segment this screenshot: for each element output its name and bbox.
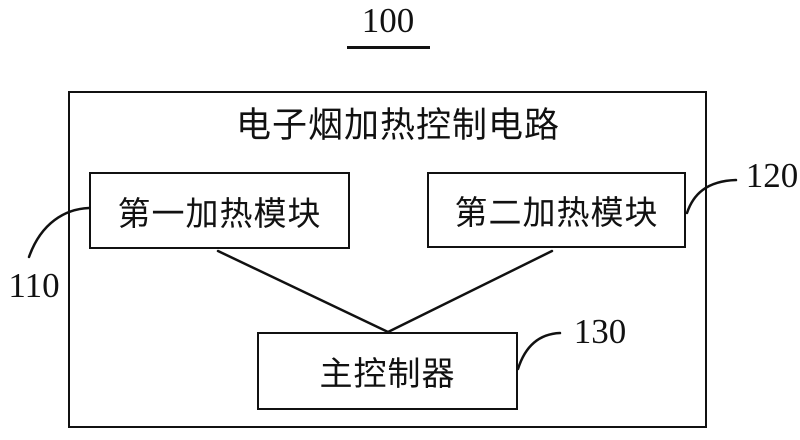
circuit-title: 电子烟加热控制电路 bbox=[235, 106, 560, 145]
figure-number: 100 bbox=[361, 1, 415, 40]
block-main-controller: 主控制器 bbox=[257, 332, 518, 410]
block-first-heating-module: 第一加热模块 bbox=[89, 172, 350, 249]
figure-number-underline bbox=[347, 46, 430, 49]
block-second-heating-module: 第二加热模块 bbox=[427, 172, 686, 248]
ref-label-110: 110 bbox=[8, 266, 60, 305]
ref-label-120: 120 bbox=[745, 156, 799, 195]
ref-label-130: 130 bbox=[573, 312, 627, 351]
